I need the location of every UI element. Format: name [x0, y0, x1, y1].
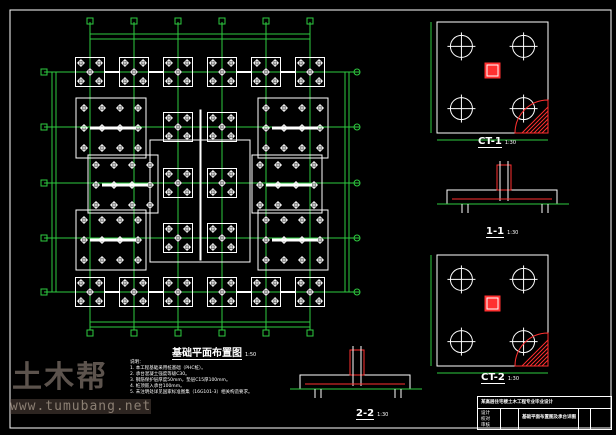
watermark-url: www.tumubang.net [10, 399, 152, 414]
note-line: 2. 承台混凝土强度等级C30。 [130, 372, 190, 377]
ct2-title-text: CT-2 [481, 372, 505, 384]
axis-bubble [86, 329, 94, 337]
combined-cap [257, 209, 329, 271]
ct1-title-text: CT-1 [478, 136, 502, 148]
rebar-hatch [541, 126, 549, 134]
rebar-hatch [541, 359, 549, 367]
axis-bubble [130, 329, 138, 337]
column [349, 349, 365, 376]
column-core [486, 64, 499, 77]
axis-bubble [40, 179, 48, 187]
pile-cap [207, 112, 237, 142]
ct1-plan [436, 21, 549, 134]
rebar-hatch [525, 343, 549, 367]
combined-cap [257, 97, 329, 159]
axis-bubble [174, 17, 182, 25]
project-name: 某高层住宅楼土木工程专业毕业设计 [481, 400, 553, 405]
pile-cap [163, 112, 193, 142]
ct2-scale: 1:30 [507, 376, 520, 382]
title-block-divider [590, 408, 591, 429]
ct1-scale: 1:30 [504, 140, 517, 146]
note-line: 说明： [130, 360, 144, 365]
s22-title-text: 2-2 [356, 408, 375, 420]
rebar-hatch [533, 118, 549, 134]
rebar-hatch [533, 351, 549, 367]
axis-bubble [174, 329, 182, 337]
pile-cap [207, 223, 237, 253]
plan-title-text: 基础平面布置图 [172, 348, 242, 360]
axis-bubble [40, 68, 48, 76]
rebar-hatch [537, 122, 549, 134]
section-2-2 [299, 374, 411, 390]
rebar-hatch [525, 110, 549, 134]
axis-bubble [353, 288, 361, 296]
note-line: 4. 桩顶嵌入承台100mm。 [130, 384, 185, 389]
rebar-hatch [529, 347, 549, 367]
drawing-name: 基础平面布置图及承台详图 [522, 415, 576, 420]
ct2-plan [436, 254, 549, 367]
s22-scale: 1:30 [377, 412, 389, 418]
axis-bubble [353, 234, 361, 242]
rebar-hatch [514, 99, 549, 134]
axis-bubble [40, 123, 48, 131]
axis-bubble [218, 17, 226, 25]
role-approve: 审核 [481, 423, 490, 428]
note-line: 1. 本工程基础采用桩基础（PHC桩）。 [130, 366, 206, 371]
axis-bubble [40, 234, 48, 242]
axis-bubble [130, 17, 138, 25]
axis-bubble [86, 17, 94, 25]
drawing-frame [9, 9, 612, 429]
note-line: 5. 未注明处详见国家标准图集（16G101-3）相关构造要求。 [130, 390, 253, 395]
axis-bubble [40, 288, 48, 296]
pile-cap [163, 223, 193, 253]
role-check: 校对 [481, 417, 490, 422]
axis-bubble [306, 17, 314, 25]
combined-cap [251, 154, 323, 214]
combined-cap [75, 209, 147, 271]
axis-bubble [262, 17, 270, 25]
axis-bubble [353, 68, 361, 76]
column [496, 164, 512, 191]
plan-scale: 1:50 [245, 352, 257, 358]
rebar-hatch [537, 355, 549, 367]
pile-cap [207, 168, 237, 198]
column-core [486, 297, 499, 310]
design-notes: 说明： 1. 本工程基础采用桩基础（PHC桩）。 2. 承台混凝土强度等级C30… [130, 360, 253, 396]
rebar-hatch [521, 339, 549, 367]
s11-title-text: 1-1 [486, 226, 505, 238]
title-block-divider [478, 408, 611, 409]
watermark-logo: 土木帮 [12, 360, 108, 395]
rebar-hatch [529, 114, 549, 134]
title-block-divider [578, 408, 579, 429]
section-1-1 [446, 189, 558, 205]
axis-bubble [353, 123, 361, 131]
axis-bubble [218, 329, 226, 337]
rebar-hatch [521, 106, 549, 134]
pile-cap [163, 168, 193, 198]
rebar-hatch [514, 332, 549, 367]
title-block-divider [500, 408, 501, 429]
note-line: 3. 钢筋保护层厚度50mm，垫层C15厚100mm。 [130, 378, 231, 383]
s11-scale: 1:30 [507, 230, 519, 236]
combined-cap [87, 154, 159, 214]
axis-bubble [262, 329, 270, 337]
axis-bubble [306, 329, 314, 337]
axis-bubble [353, 179, 361, 187]
title-block: 某高层住宅楼土木工程专业毕业设计 设计 校对 审核 基础平面布置图及承台详图 [477, 396, 612, 430]
column-section [484, 295, 501, 312]
role-design: 设计 [481, 411, 490, 416]
title-block-divider [518, 408, 519, 429]
beam [199, 109, 202, 261]
combined-cap [75, 97, 147, 159]
column-section [484, 62, 501, 79]
